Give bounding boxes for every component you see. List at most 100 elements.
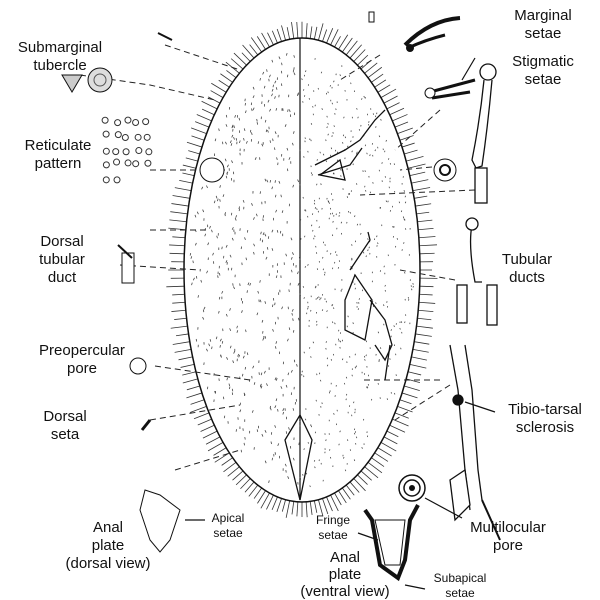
marginal-seta — [326, 28, 334, 44]
body-seta-mark — [242, 199, 245, 203]
marginal-seta — [330, 494, 339, 512]
body-seta-mark — [275, 398, 278, 402]
body-seta-mark — [297, 317, 300, 321]
marginal-seta — [190, 127, 207, 135]
body-seta-mark — [377, 242, 379, 245]
marginal-seta — [168, 227, 186, 231]
marginal-seta — [169, 252, 185, 255]
body-seta-mark — [220, 354, 222, 358]
body-seta-mark — [275, 87, 278, 90]
body-seta-mark — [241, 310, 243, 313]
body-seta-mark — [266, 179, 269, 183]
body-seta-mark — [342, 134, 345, 137]
body-seta-mark — [274, 131, 277, 135]
marginal-seta — [411, 179, 429, 184]
body-seta-mark — [244, 237, 246, 241]
body-seta-mark — [290, 369, 293, 373]
marginal-seta — [386, 430, 399, 438]
body-seta-mark — [356, 107, 358, 110]
marginal-seta — [397, 405, 413, 413]
body-seta-mark — [299, 476, 302, 480]
body-seta-mark — [275, 275, 278, 279]
body-seta-mark — [290, 237, 293, 241]
body-seta-mark — [271, 93, 273, 97]
body-seta-mark — [314, 235, 316, 238]
body-seta-mark — [343, 116, 345, 119]
body-seta-mark — [327, 133, 329, 136]
marginal-seta — [169, 219, 187, 223]
reticulation-cell — [102, 130, 110, 138]
body-seta-mark — [364, 170, 366, 173]
marginal-seta — [389, 424, 406, 433]
body-seta-mark — [245, 329, 247, 333]
body-seta-mark — [209, 339, 212, 342]
body-seta-mark — [256, 118, 258, 122]
body-seta-mark — [313, 459, 316, 462]
body-seta-mark — [251, 203, 253, 206]
body-seta-mark — [387, 200, 389, 203]
body-seta-mark — [213, 200, 216, 204]
body-seta-mark — [277, 443, 280, 447]
marginal-seta — [170, 325, 188, 329]
body-seta-mark — [354, 215, 356, 218]
body-seta-mark — [329, 84, 332, 87]
leg-hind — [344, 231, 393, 381]
marginal-seta — [419, 244, 438, 247]
label-arrows — [185, 57, 496, 590]
body-seta-mark — [396, 238, 399, 240]
marginal-seta — [394, 121, 409, 128]
body-seta-mark — [245, 257, 248, 261]
marginal-seta — [190, 399, 205, 405]
body-seta-mark — [194, 214, 197, 218]
reticulation-cell — [114, 119, 122, 127]
marginal-seta — [360, 470, 372, 481]
marginal-seta — [276, 498, 282, 513]
body-seta-mark — [364, 358, 366, 361]
marginal-seta — [296, 21, 299, 39]
body-seta-mark — [226, 171, 229, 175]
marginal-seta — [271, 30, 278, 44]
body-seta-mark — [314, 466, 316, 469]
marginal-seta — [256, 36, 266, 50]
submarginal-tubercle-drawings — [61, 32, 173, 93]
body-seta-mark — [229, 140, 232, 144]
body-seta-mark — [339, 74, 341, 77]
body-seta-mark — [291, 269, 293, 273]
body-seta-mark — [340, 168, 342, 171]
marginal-seta — [394, 412, 409, 419]
body-seta-mark — [303, 448, 305, 451]
body-seta-mark — [218, 310, 220, 314]
body-seta-mark — [271, 88, 274, 92]
marginal-seta — [200, 424, 215, 432]
marginal-seta — [188, 150, 200, 155]
marginal-seta — [286, 27, 291, 40]
marginal-seta — [313, 26, 318, 40]
marginal-seta — [235, 474, 247, 486]
reticulation-cell — [121, 133, 129, 141]
body-seta-mark — [374, 149, 377, 152]
marginal-seta — [404, 385, 420, 391]
body-seta-mark — [237, 353, 240, 357]
marginal-seta — [389, 107, 405, 116]
body-seta-mark — [296, 363, 298, 367]
body-seta-mark — [261, 433, 264, 437]
reticulation-cell — [112, 148, 120, 156]
marginal-seta — [244, 481, 255, 493]
body-seta-mark — [231, 160, 233, 164]
multilocular-pore-drawing-small — [433, 158, 457, 182]
marginal-seta — [415, 203, 432, 207]
marginal-seta — [249, 44, 259, 56]
body-seta-mark — [270, 441, 272, 445]
body-seta-mark — [206, 185, 208, 189]
body-seta-mark — [244, 366, 247, 370]
body-seta-mark — [252, 365, 255, 369]
marginal-seta — [380, 88, 397, 98]
body-seta-mark — [351, 257, 353, 260]
body-seta-mark — [305, 70, 307, 73]
body-seta-mark — [217, 275, 219, 278]
marginal-seta — [318, 499, 324, 517]
tubular-duct-long-drawing — [471, 63, 497, 204]
marginal-seta — [309, 501, 313, 516]
